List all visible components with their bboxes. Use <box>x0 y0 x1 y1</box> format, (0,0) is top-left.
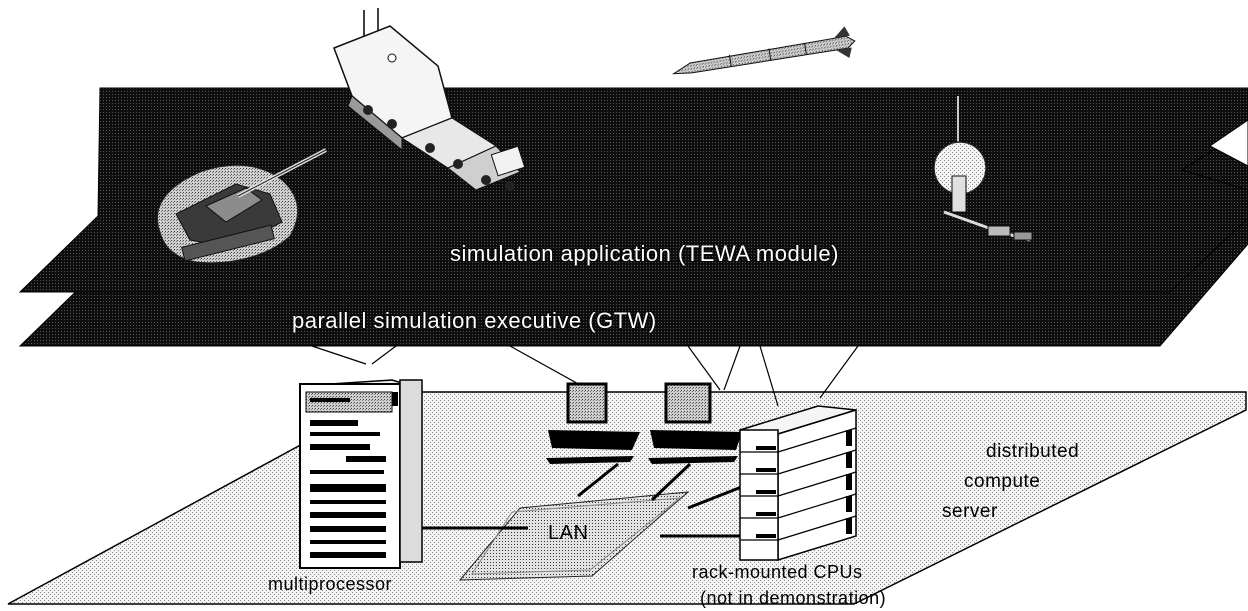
lan-label: LAN <box>548 522 589 544</box>
rack-cpus-label: rack-mounted CPUs <box>692 562 863 582</box>
tank-icon <box>156 148 327 264</box>
simulation-application-label: simulation application (TEWA module) <box>450 241 839 266</box>
multiprocessor-tower-icon <box>299 379 423 569</box>
plane-tear <box>1209 119 1248 167</box>
workstation-icon <box>648 382 742 464</box>
radar-icon <box>933 96 1033 242</box>
lan-plate-icon <box>458 491 690 581</box>
network-wiring <box>420 462 745 538</box>
missile-icon <box>671 26 856 75</box>
multiprocessor-label: multiprocessor <box>268 574 393 594</box>
workstation-icon <box>546 382 640 464</box>
connection-lines <box>311 345 859 407</box>
launcher-truck-icon <box>333 8 526 191</box>
application-plane <box>18 87 1248 293</box>
server-label-line2: compute <box>964 471 1041 492</box>
server-label-line3: server <box>942 501 998 522</box>
rack-cpu-icon <box>739 405 857 562</box>
rack-cpus-note: (not in demonstration) <box>700 588 887 608</box>
parallel-executive-label: parallel simulation executive (GTW) <box>292 308 657 333</box>
server-label-line1: distributed <box>986 441 1080 462</box>
